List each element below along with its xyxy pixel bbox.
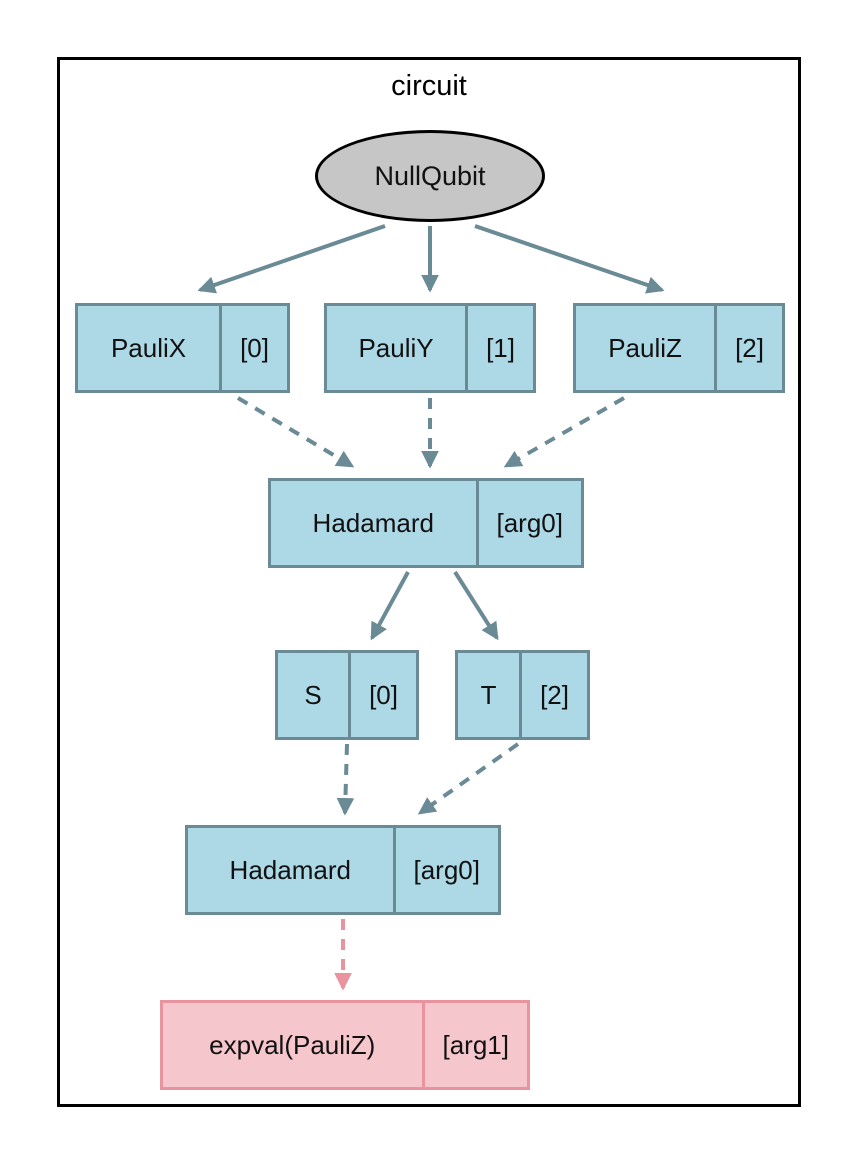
node-hadamard2: Hadamard [arg0] (185, 825, 501, 915)
node-hadamard1: Hadamard [arg0] (268, 478, 584, 568)
node-expval-wires: [arg1] (421, 1003, 528, 1087)
node-pauliz-wires: [2] (714, 306, 782, 390)
node-paulix: PauliX [0] (75, 303, 290, 393)
node-s-label: S (304, 679, 322, 710)
node-pauliy-wires: [1] (465, 306, 533, 390)
node-expval-label: expval(PauliZ) (209, 1029, 376, 1060)
node-pauliz: PauliZ [2] (573, 303, 785, 393)
graph-title: circuit (391, 70, 467, 102)
node-paulix-label: PauliX (110, 332, 187, 363)
node-s-wires: [0] (348, 653, 416, 737)
node-pauliy: PauliY [1] (324, 303, 536, 393)
node-pauliy-label: PauliY (358, 332, 434, 363)
node-hadamard2-wires: [arg0] (392, 828, 499, 912)
node-hadamard1-wires: [arg0] (475, 481, 582, 565)
node-hadamard1-label: Hadamard (312, 507, 434, 538)
node-t: T [2] (455, 650, 590, 740)
node-t-wires: [2] (519, 653, 587, 737)
node-hadamard2-label: Hadamard (229, 854, 351, 885)
device-node: NullQubit (315, 130, 545, 222)
node-expval: expval(PauliZ) [arg1] (160, 1000, 530, 1090)
node-t-label: T (480, 679, 497, 710)
node-paulix-wires: [0] (219, 306, 287, 390)
device-label: NullQubit (374, 160, 486, 191)
node-s: S [0] (275, 650, 419, 740)
node-pauliz-label: PauliZ (608, 332, 682, 363)
